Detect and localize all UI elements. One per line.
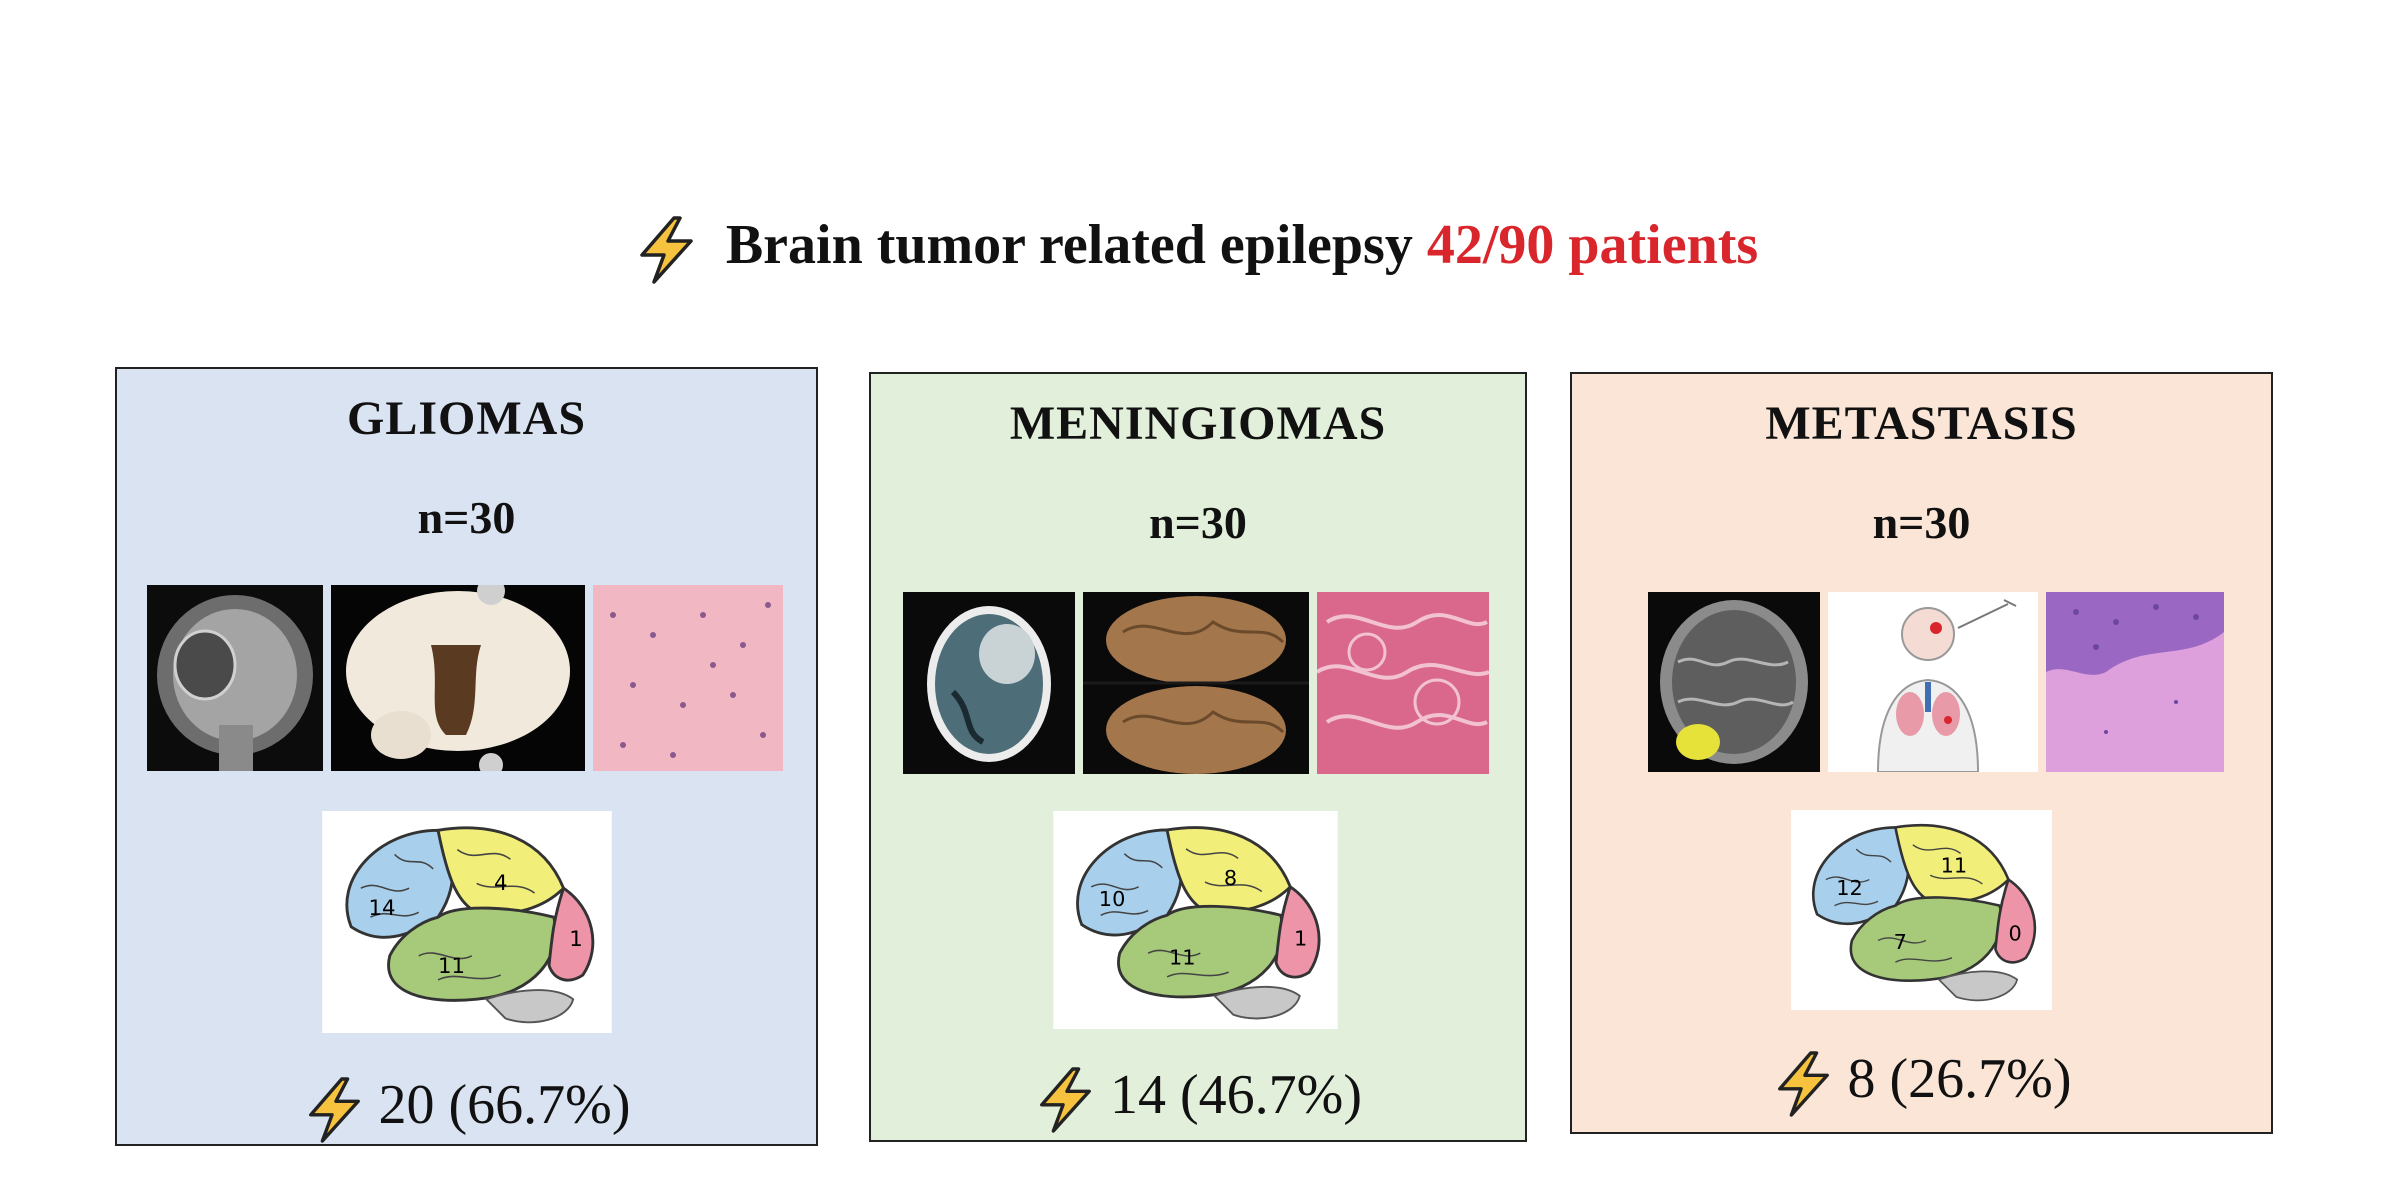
brain-lobes-illustration: 12 11 7 0 (1791, 810, 2052, 1010)
axial-ct-image (903, 592, 1075, 774)
panel-meningiomas: MENINGIOMAS n=30 10 8 11 (869, 372, 1527, 1142)
lightning-bolt-icon (1034, 1066, 1096, 1134)
occipital-count: 0 (2008, 921, 2021, 945)
panel-gliomas: GLIOMAS n=30 (115, 367, 818, 1146)
headline-text: Brain tumor related epilepsy (725, 214, 1413, 276)
axial-mri-image (1648, 592, 1820, 772)
histology-image (1317, 592, 1489, 774)
epilepsy-stat: 20 (66.7%) (117, 1070, 816, 1144)
brain-lobe-map: 10 8 11 1 (1053, 811, 1338, 1034)
panel-sample-size: n=30 (1872, 497, 1971, 548)
lightning-bolt-icon (303, 1076, 365, 1144)
epilepsy-stat: 8 (26.7%) (1572, 1044, 2271, 1118)
occipital-count: 1 (1294, 927, 1307, 951)
panel-title: GLIOMAS (346, 392, 587, 445)
brain-specimen-image (331, 585, 585, 771)
temporal-count: 7 (1894, 930, 1907, 954)
epilepsy-count: 20 (66.7%) (378, 1074, 631, 1136)
temporal-count: 11 (438, 954, 465, 979)
image-strip (1648, 592, 2224, 772)
epilepsy-stat: 14 (46.7%) (871, 1060, 1525, 1134)
coronal-mri-image (147, 585, 323, 771)
frontal-count: 10 (1099, 887, 1126, 911)
panel-title: MENINGIOMAS (1009, 397, 1387, 450)
panel-metastasis: METASTASIS n=30 (1570, 372, 2273, 1134)
body-metastasis-illustration (1828, 592, 2038, 772)
brain-lobe-map: 12 11 7 0 (1790, 810, 2053, 1015)
frontal-count: 14 (369, 896, 396, 921)
brain-lobes-illustration: 10 8 11 1 (1053, 811, 1338, 1029)
panel-sample-size: n=30 (1149, 497, 1247, 548)
histology-image (593, 585, 783, 771)
epilepsy-count: 8 (26.7%) (1847, 1048, 2072, 1110)
parietal-count: 4 (494, 871, 508, 896)
temporal-count: 11 (1169, 946, 1196, 970)
histology-image (2046, 592, 2224, 772)
occipital-count: 1 (569, 927, 583, 952)
brain-lobe-map: 14 4 11 1 (322, 811, 612, 1038)
image-strip (903, 592, 1489, 774)
panel-title: METASTASIS (1765, 397, 2078, 450)
image-strip (147, 585, 783, 771)
parietal-count: 11 (1941, 854, 1968, 878)
headline-highlight: 42/90 patients (1426, 214, 1759, 276)
headline: Brain tumor related epilepsy 42/90 patie… (0, 210, 2392, 285)
frontal-count: 12 (1836, 876, 1863, 900)
lightning-bolt-icon (1772, 1050, 1834, 1118)
resected-tumor-image (1083, 592, 1309, 774)
panel-sample-size: n=30 (417, 492, 516, 543)
brain-lobes-illustration: 14 4 11 1 (322, 811, 612, 1033)
epilepsy-count: 14 (46.7%) (1110, 1064, 1362, 1126)
parietal-count: 8 (1224, 866, 1237, 890)
lightning-bolt-icon (634, 215, 698, 285)
